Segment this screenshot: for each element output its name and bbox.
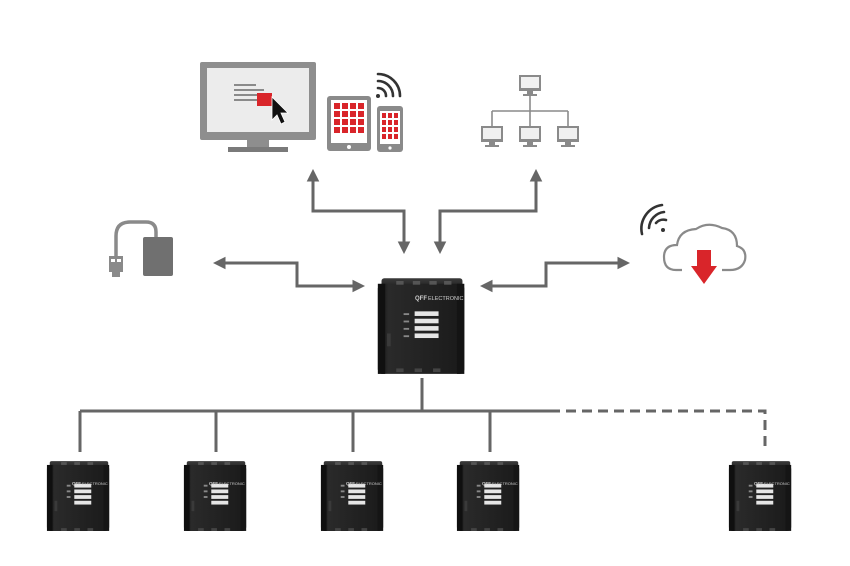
slave-2-brand-text: ELECTRONIC bbox=[219, 481, 245, 486]
slave-1-brand-logo: QFF bbox=[72, 481, 81, 486]
bus-tree bbox=[78, 378, 767, 452]
slave-2-brand-logo: QFF bbox=[209, 481, 218, 486]
slave-1-brand-text: ELECTRONIC bbox=[82, 481, 108, 486]
usb-adapter-icon bbox=[109, 220, 173, 277]
pc-monitor-icon bbox=[200, 62, 316, 152]
tablet-icon bbox=[327, 96, 371, 151]
smartphone-icon bbox=[377, 106, 403, 152]
slave-device-1: QFF ELECTRONIC bbox=[46, 461, 110, 531]
wifi-signal-icon bbox=[376, 72, 402, 98]
slave-device-3: QFF ELECTRONIC bbox=[320, 461, 384, 531]
slave-3-brand-text: ELECTRONIC bbox=[356, 481, 382, 486]
central-brand-logo: QFF bbox=[415, 296, 427, 302]
slave-5-brand-logo: QFF bbox=[754, 481, 763, 486]
central-brand-text: ELECTRONIC bbox=[428, 296, 463, 302]
slave-device-2: QFF ELECTRONIC bbox=[183, 461, 247, 531]
central-controller-device: QFF ELECTRONIC bbox=[377, 278, 465, 374]
arrow-pc-to-device bbox=[306, 168, 411, 255]
arrow-usb-to-device bbox=[212, 256, 366, 293]
arrow-cloud-to-device bbox=[479, 256, 631, 293]
slave-3-brand-logo: QFF bbox=[346, 481, 355, 486]
network-topology-icon bbox=[481, 75, 579, 147]
slave-4-brand-logo: QFF bbox=[482, 481, 491, 486]
arrow-network-to-device bbox=[433, 168, 543, 255]
slave-device-5: QFF ELECTRONIC bbox=[728, 461, 792, 531]
slave-4-brand-text: ELECTRONIC bbox=[492, 481, 518, 486]
slave-5-brand-text: ELECTRONIC bbox=[764, 481, 790, 486]
slave-device-4: QFF ELECTRONIC bbox=[456, 461, 520, 531]
cloud-download-icon bbox=[640, 203, 747, 284]
connection-lines bbox=[212, 168, 631, 293]
